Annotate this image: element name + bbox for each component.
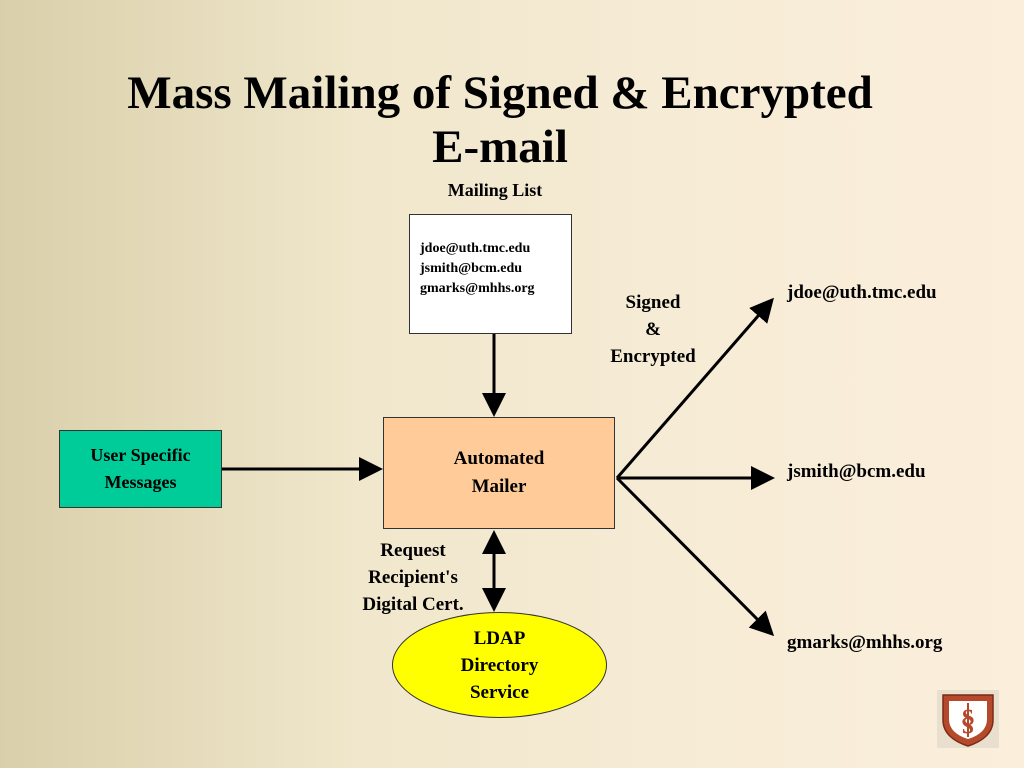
mailing-list-entry: gmarks@mhhs.org	[420, 281, 535, 296]
ldap-directory-ellipse: LDAP Directory Service	[392, 612, 607, 718]
request-cert-label: Request Recipient's Digital Cert.	[362, 540, 464, 615]
slide-title: Mass Mailing of Signed & Encrypted E-mai…	[0, 66, 1000, 174]
automated-mailer-box: Automated Mailer	[383, 417, 615, 529]
signed-encrypted-label: Signed & Encrypted	[610, 292, 696, 367]
arrow-to-gmarks	[615, 476, 775, 637]
mailing-list-entry: jsmith@bcm.edu	[420, 261, 523, 276]
recipient-gmarks: gmarks@mhhs.org	[787, 632, 943, 653]
recipient-jdoe: jdoe@uth.tmc.edu	[787, 282, 937, 303]
mailing-list-entry: jdoe@uth.tmc.edu	[420, 241, 531, 256]
arrow-to-jdoe	[615, 297, 774, 479]
title-line-1: Mass Mailing of Signed & Encrypted	[127, 67, 873, 119]
recipient-jsmith: jsmith@bcm.edu	[787, 461, 926, 482]
mailing-list-label: Mailing List	[447, 180, 543, 200]
mailing-list-box: jdoe@uth.tmc.edu jsmith@bcm.edu gmarks@m…	[409, 214, 572, 334]
university-shield-logo-icon: §	[937, 690, 999, 748]
user-specific-messages-box: User Specific Messages	[59, 430, 222, 508]
title-line-2: E-mail	[432, 121, 568, 173]
